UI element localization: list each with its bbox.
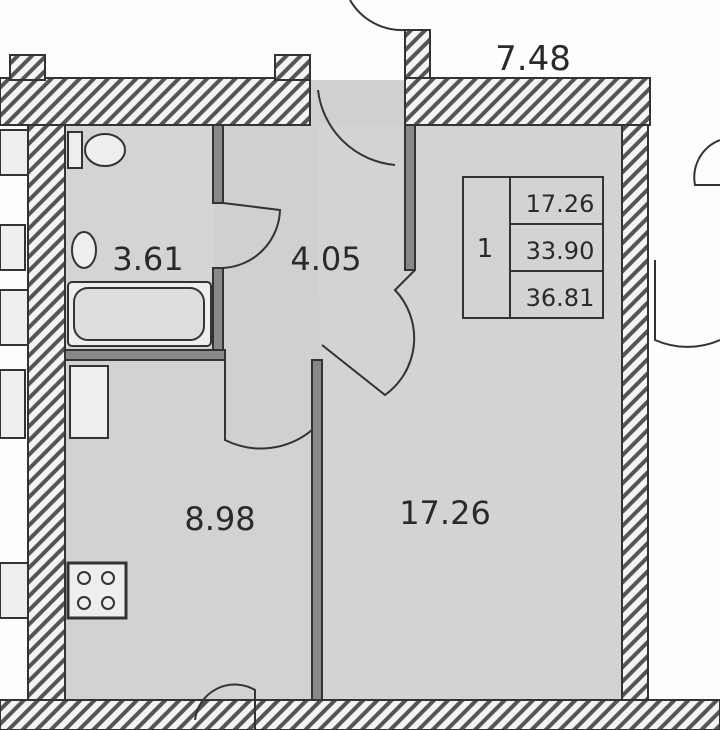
toilet-icon [67,131,83,169]
sink-icon [71,231,97,269]
walls [0,29,720,730]
doors [194,0,720,730]
area-kitchen: 8.98 [184,500,255,538]
hall-lower-floor [225,300,320,440]
total-area: 33.90 [526,237,595,265]
dimension-top: 7.48 [495,39,571,79]
living-area: 17.26 [526,190,595,218]
total-area-with-balcony: 36.81 [526,284,595,312]
kitchen-sink-icon [69,365,109,439]
fixtures [0,129,212,620]
area-summary-table [462,176,604,319]
area-hall: 4.05 [290,240,361,278]
living-room-floor [318,125,623,700]
area-living-room: 17.26 [399,494,491,532]
area-bathroom: 3.61 [112,240,183,278]
rooms-count: 1 [477,234,494,264]
stove-icon [66,561,128,620]
